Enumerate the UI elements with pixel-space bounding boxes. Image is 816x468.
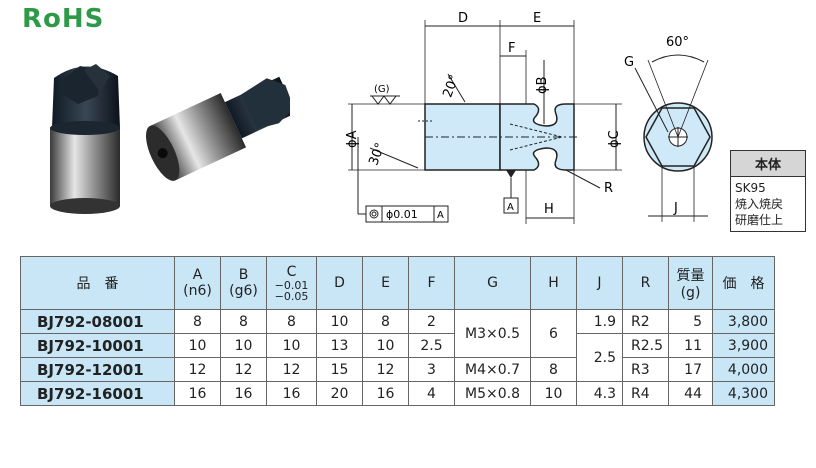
- cell-b: 16: [220, 381, 267, 406]
- cell-e: 10: [362, 333, 409, 358]
- technical-drawing: D E F ϕB ϕA ϕC (G) G 20° 30° 60° R H J A…: [345, 11, 713, 224]
- cell-d: 15: [316, 357, 363, 382]
- spec-table: 品 番 A(n6) B(g6) C−0.01−0.05 D E F G H J …: [20, 256, 775, 406]
- cell-price: 4,300: [712, 381, 775, 406]
- cell-r: R4: [622, 381, 669, 406]
- cell-c: 12: [266, 357, 317, 382]
- table-row: BJ792-12001 12 12 12 15 12 3 M4×0.7 8 R3…: [20, 357, 775, 382]
- datum-a-label: A: [507, 202, 514, 213]
- dim-label-e: E: [533, 11, 541, 26]
- cell-price: 4,000: [712, 357, 775, 382]
- dim-label-phi-a: ϕA: [345, 130, 360, 148]
- dim-label-h: H: [544, 202, 554, 217]
- material-box: 本体 SK95 焼入焼戻 研磨仕上: [730, 150, 806, 232]
- cell-h: 10: [530, 381, 577, 406]
- cell-r: R2: [622, 309, 669, 334]
- dim-label-r: R: [604, 181, 613, 196]
- cell-c: 16: [266, 381, 317, 406]
- cell-mass: 44: [668, 381, 713, 406]
- header-a: A(n6): [174, 256, 221, 310]
- cell-h-merged: 6: [530, 309, 577, 358]
- material-line-3: 研磨仕上: [735, 213, 784, 227]
- cell-c: 10: [266, 333, 317, 358]
- dim-label-j: J: [673, 201, 678, 216]
- cell-h: 8: [530, 357, 577, 382]
- header-g: G: [454, 256, 531, 310]
- table-header-row: 品 番 A(n6) B(g6) C−0.01−0.05 D E F G H J …: [20, 256, 775, 310]
- cell-a: 12: [174, 357, 221, 382]
- header-d: D: [316, 256, 363, 310]
- tolerance-value: ϕ0.01: [386, 208, 418, 221]
- header-part: 品 番: [20, 256, 175, 310]
- header-f: F: [408, 256, 455, 310]
- cell-f: 2: [408, 309, 455, 334]
- cell-a: 8: [174, 309, 221, 334]
- cell-mass: 17: [668, 357, 713, 382]
- cell-mass: 5: [668, 309, 713, 334]
- cell-j-merged: 2.5: [576, 333, 623, 382]
- cell-g: M4×0.7: [454, 357, 531, 382]
- header-r: R: [622, 256, 669, 310]
- surface-label-g: (G): [374, 84, 390, 95]
- table-row: BJ792-08001 8 8 8 10 8 2 M3×0.5 6 1.9 R2…: [20, 309, 775, 358]
- cell-j: 4.3: [576, 381, 623, 406]
- tolerance-datum: A: [437, 210, 444, 221]
- cell-r: R3: [622, 357, 669, 382]
- cell-j: 1.9: [576, 309, 623, 334]
- cell-e: 12: [362, 357, 409, 382]
- cell-c: 8: [266, 309, 317, 334]
- material-line-1: SK95: [735, 181, 766, 195]
- cell-part: BJ792-10001: [20, 333, 175, 358]
- header-price: 価 格: [712, 256, 775, 310]
- header-c: C−0.01−0.05: [266, 256, 317, 310]
- dim-label-phi-b: ϕB: [535, 77, 550, 95]
- cell-f: 2.5: [408, 333, 455, 358]
- cell-g-merged: M3×0.5: [454, 309, 531, 358]
- header-b: B(g6): [220, 256, 267, 310]
- cell-b: 8: [220, 309, 267, 334]
- dim-label-f: F: [508, 41, 515, 56]
- cell-g: M5×0.8: [454, 381, 531, 406]
- header-e: E: [362, 256, 409, 310]
- cell-price: 3,800: [712, 309, 775, 334]
- material-line-2: 焼入焼戻: [735, 197, 784, 211]
- cell-mass: 11: [668, 333, 713, 358]
- cell-e: 8: [362, 309, 409, 334]
- header-h: H: [530, 256, 577, 310]
- angle-20-label: 20°: [440, 73, 462, 100]
- material-title: 本体: [731, 151, 805, 177]
- cell-part: BJ792-08001: [20, 309, 175, 334]
- dim-label-d: D: [458, 11, 468, 26]
- product-photo: [50, 64, 290, 214]
- cell-a: 10: [174, 333, 221, 358]
- angle-60-label: 60°: [666, 35, 689, 50]
- dim-label-phi-c: ϕC: [607, 130, 622, 148]
- header-j: J: [576, 256, 623, 310]
- cell-price: 3,900: [712, 333, 775, 358]
- angle-30-label: 30°: [366, 141, 388, 168]
- cell-r: R2.5: [622, 333, 669, 358]
- end-view-label-g: G: [624, 55, 634, 70]
- cell-a: 16: [174, 381, 221, 406]
- rohs-logo: RoHS: [22, 4, 105, 34]
- header-mass: 質量(g): [668, 256, 713, 310]
- table-row: BJ792-16001 16 16 16 20 16 4 M5×0.8 10 4…: [20, 381, 775, 406]
- cell-d: 10: [316, 309, 363, 334]
- cell-b: 12: [220, 357, 267, 382]
- cell-d: 20: [316, 381, 363, 406]
- cell-part: BJ792-12001: [20, 357, 175, 382]
- cell-part: BJ792-16001: [20, 381, 175, 406]
- cell-f: 3: [408, 357, 455, 382]
- cell-d: 13: [316, 333, 363, 358]
- table-row: BJ792-10001 10 10 10 13 10 2.5 2.5 R2.5 …: [20, 333, 775, 382]
- cell-e: 16: [362, 381, 409, 406]
- cell-f: 4: [408, 381, 455, 406]
- cell-b: 10: [220, 333, 267, 358]
